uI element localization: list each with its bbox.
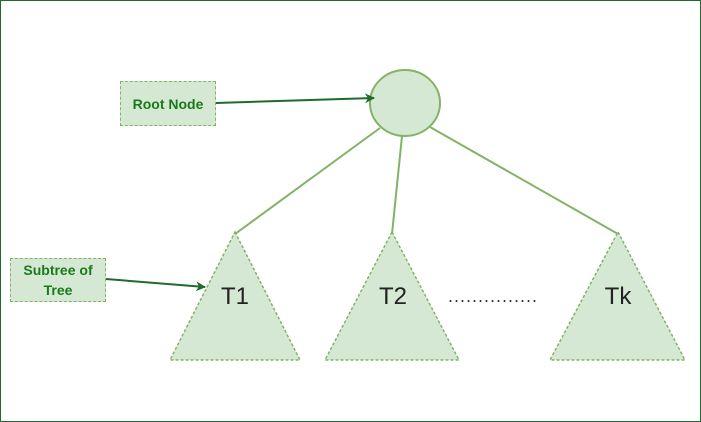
subtree-label-t1: T1 <box>220 283 249 310</box>
subtree-label-tk: Tk <box>604 283 632 310</box>
subtree-t1-triangle <box>168 230 302 361</box>
root-node-callout: Root Node <box>120 81 216 126</box>
subtree-callout-arrow <box>105 278 206 292</box>
edge-root-tk <box>429 126 619 235</box>
subtree-t2-triangle <box>323 230 461 361</box>
root-node <box>369 69 441 137</box>
subtree-callout: Subtree of Tree <box>10 258 106 302</box>
subtree-callout-text: Subtree of Tree <box>23 262 93 298</box>
subtree-ellipsis: ............... <box>448 286 539 306</box>
subtree-tk-triangle <box>548 230 687 361</box>
root-node-callout-text: Root Node <box>132 95 204 112</box>
subtree-label-t2: T2 <box>378 283 407 310</box>
edge-root-t2 <box>391 135 403 235</box>
edge-root-t1 <box>234 127 381 235</box>
root-callout-arrow <box>215 93 375 104</box>
